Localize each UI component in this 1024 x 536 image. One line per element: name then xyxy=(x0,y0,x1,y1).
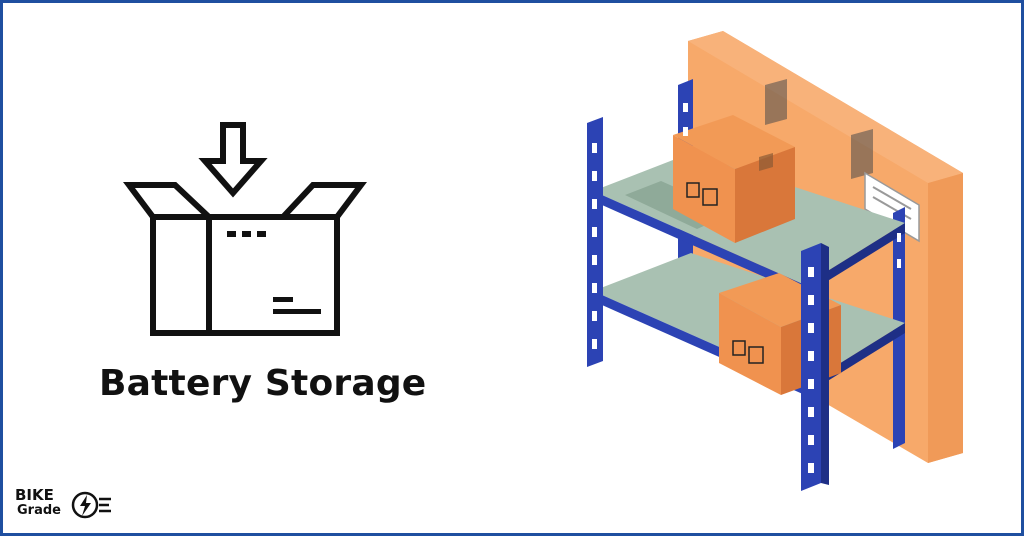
bicycle-bolt-icon xyxy=(71,491,111,519)
open-box-with-arrow-icon xyxy=(123,122,367,336)
bikegrade-logo: BIKE Grade xyxy=(15,487,125,527)
page-title: Battery Storage xyxy=(99,363,427,404)
shelving-unit-illustration xyxy=(587,31,963,491)
logo-text-line1: BIKE xyxy=(15,486,54,504)
logo-text-line2: Grade xyxy=(17,503,61,518)
